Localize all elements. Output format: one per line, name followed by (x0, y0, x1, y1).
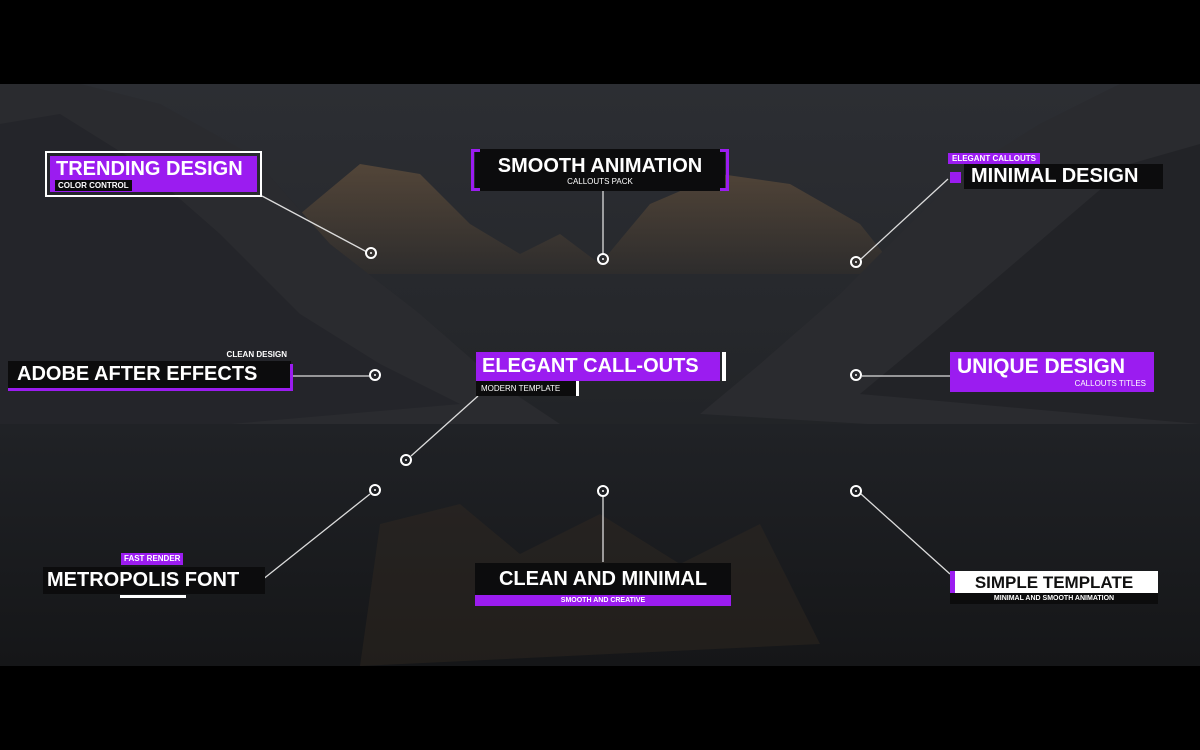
pin-icon (850, 485, 862, 497)
connector-lines (261, 178, 951, 581)
callout-subtitle: CALLOUTS TITLES (1074, 379, 1146, 388)
pin-icon (365, 247, 377, 259)
callout-tag: FAST RENDER (121, 553, 184, 565)
callout-title: SIMPLE TEMPLATE (974, 573, 1134, 592)
pin-icon (597, 253, 609, 265)
callout-subtitle: MINIMAL AND SMOOTH ANIMATION (993, 595, 1115, 602)
callout-title: MINIMAL DESIGN (971, 165, 1139, 187)
square-marker-icon (950, 172, 961, 183)
callout-subtitle: CALLOUTS PACK (567, 177, 633, 186)
callout-title: METROPOLIS FONT (47, 569, 240, 591)
callout-adobe-after-effects: CLEAN DESIGN ADOBE AFTER EFFECTS (8, 350, 293, 392)
callout-title: ADOBE AFTER EFFECTS (17, 363, 258, 385)
callout-minimal-design: ELEGANT CALLOUTS MINIMAL DESIGN (948, 153, 1163, 193)
callout-subtitle: MODERN TEMPLATE (481, 384, 561, 393)
callout-simple-template: SIMPLE TEMPLATE MINIMAL AND SMOOTH ANIMA… (950, 571, 1158, 605)
callout-elegant-call-outs: ELEGANT CALL-OUTS MODERN TEMPLATE (476, 352, 728, 398)
callout-smooth-animation: SMOOTH ANIMATION CALLOUTS PACK (471, 149, 729, 191)
callout-title: UNIQUE DESIGN (957, 355, 1126, 378)
callout-title: ELEGANT CALL-OUTS (482, 355, 699, 377)
pin-icon (850, 256, 862, 268)
callout-clean-and-minimal: CLEAN AND MINIMAL SMOOTH AND CREATIVE (475, 563, 731, 606)
callout-subtitle: COLOR CONTROL (55, 180, 132, 191)
pin-icon (400, 454, 412, 466)
callout-tag: ELEGANT CALLOUTS (948, 153, 1040, 164)
callout-title: CLEAN AND MINIMAL (498, 568, 708, 590)
callout-title: TRENDING DESIGN (56, 158, 243, 180)
callout-subtitle: SMOOTH AND CREATIVE (560, 597, 646, 604)
callout-tag: CLEAN DESIGN (226, 350, 287, 359)
callout-trending-design: TRENDING DESIGN COLOR CONTROL (45, 151, 262, 197)
callout-title: SMOOTH ANIMATION (497, 155, 703, 177)
pin-icon (369, 369, 381, 381)
callout-metropolis-font: FAST RENDER METROPOLIS FONT (43, 553, 265, 599)
pin-icon (369, 484, 381, 496)
pin-icon (597, 485, 609, 497)
pin-icon (850, 369, 862, 381)
callout-unique-design: UNIQUE DESIGN CALLOUTS TITLES (950, 352, 1154, 392)
